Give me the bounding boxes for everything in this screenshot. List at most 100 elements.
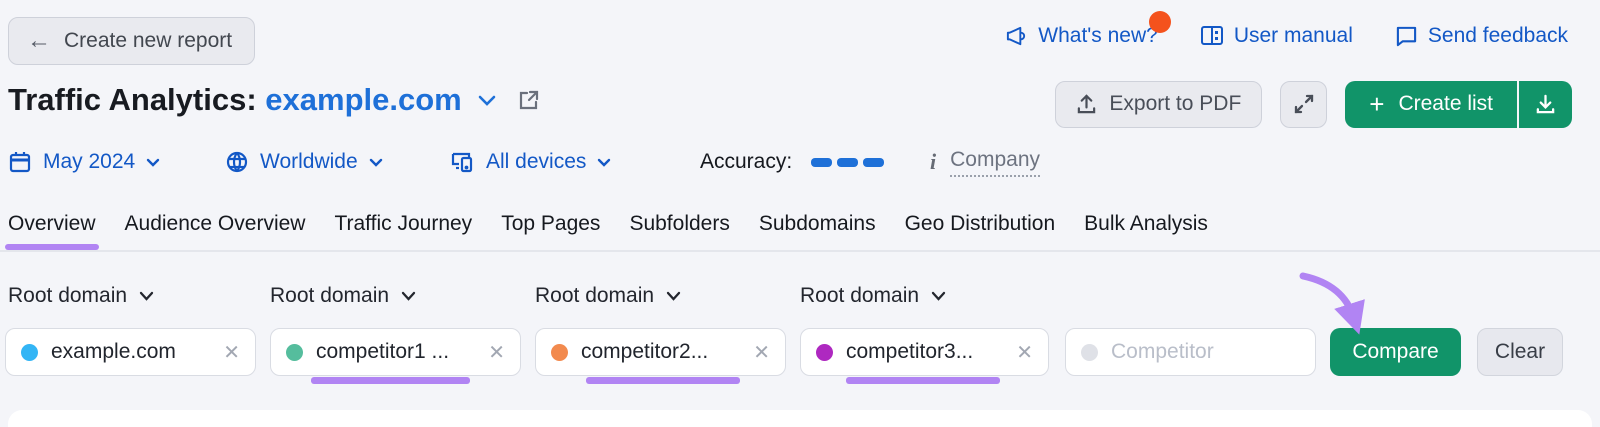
- megaphone-icon: [1005, 25, 1028, 48]
- chevron-down-icon: [931, 291, 946, 301]
- download-button[interactable]: [1519, 80, 1572, 128]
- series-color-dot: [21, 343, 38, 361]
- download-icon: [1535, 93, 1556, 115]
- export-to-pdf-label: Export to PDF: [1109, 92, 1242, 115]
- title-actions: Export to PDF + Create list: [1055, 80, 1572, 128]
- date-filter-value: May 2024: [43, 150, 136, 173]
- content-card-top: [8, 410, 1592, 427]
- domain-type-label: Root domain: [535, 284, 655, 307]
- plus-icon: +: [1369, 89, 1385, 119]
- region-filter[interactable]: Worldwide: [225, 142, 383, 182]
- region-filter-value: Worldwide: [260, 150, 358, 173]
- devices-filter[interactable]: All devices: [450, 142, 611, 182]
- tab-label: Audience Overview: [124, 212, 306, 235]
- domain-type-select-2[interactable]: Root domain: [270, 284, 416, 308]
- company-toggle[interactable]: i Company: [930, 142, 1041, 182]
- tab-label: Top Pages: [501, 212, 601, 235]
- chip-label: competitor3...: [846, 340, 974, 363]
- create-new-report-button[interactable]: ← Create new report: [8, 17, 256, 65]
- export-icon: [1076, 93, 1097, 115]
- domain-chip-example[interactable]: example.com ✕: [5, 328, 256, 376]
- send-feedback-link[interactable]: Send feedback: [1395, 24, 1568, 48]
- domain-chip-competitor1[interactable]: competitor1 ... ✕: [270, 328, 521, 376]
- date-filter[interactable]: May 2024: [8, 142, 160, 182]
- back-arrow-icon: ←: [27, 27, 51, 54]
- tab-label: Geo Distribution: [904, 212, 1056, 235]
- chevron-down-icon: [369, 158, 382, 167]
- accuracy-indicator: Accuracy:: [700, 142, 885, 182]
- tab-label: Traffic Journey: [334, 212, 473, 235]
- domain-type-select-1[interactable]: Root domain: [8, 284, 154, 308]
- help-links: What's new? User manual Send feedback: [1005, 11, 1568, 48]
- chevron-down-icon: [666, 291, 681, 301]
- info-icon: i: [930, 149, 937, 174]
- tab-overview[interactable]: Overview: [5, 212, 99, 250]
- series-color-dot: [551, 343, 568, 361]
- tab-label: Bulk Analysis: [1084, 212, 1208, 235]
- company-label: Company: [950, 148, 1041, 177]
- create-new-report-label: Create new report: [64, 29, 233, 52]
- clear-button[interactable]: Clear: [1477, 328, 1563, 376]
- domain-chip-competitor3[interactable]: competitor3... ✕: [800, 328, 1049, 376]
- calendar-icon: [8, 150, 32, 174]
- annotation-underline-competitor3: [846, 377, 1000, 384]
- filters-bar: May 2024 Worldwide All devices Acc: [0, 142, 1600, 182]
- create-list-label: Create list: [1398, 92, 1493, 115]
- analyzed-domain[interactable]: example.com: [265, 82, 462, 117]
- tab-subdomains[interactable]: Subdomains: [759, 212, 876, 250]
- send-feedback-label: Send feedback: [1427, 24, 1568, 47]
- fullscreen-button[interactable]: [1280, 80, 1328, 128]
- title-row: Traffic Analytics: example.com: [8, 82, 540, 118]
- globe-icon: [225, 150, 249, 174]
- page-title: Traffic Analytics: example.com: [8, 82, 462, 118]
- tab-label: Subfolders: [629, 212, 730, 235]
- devices-filter-value: All devices: [486, 150, 587, 173]
- annotation-underline-competitor1: [311, 377, 470, 384]
- tab-bulk-analysis[interactable]: Bulk Analysis: [1084, 212, 1208, 250]
- domain-type-select-3[interactable]: Root domain: [535, 284, 681, 308]
- close-icon[interactable]: ✕: [753, 341, 770, 364]
- tab-bar: Overview Audience Overview Traffic Journ…: [5, 212, 1208, 250]
- accuracy-bars-icon: [811, 157, 885, 167]
- user-manual-link[interactable]: User manual: [1200, 24, 1353, 48]
- compare-button[interactable]: Compare: [1330, 328, 1461, 376]
- empty-series-dot: [1081, 343, 1098, 361]
- annotation-underline-competitor2: [586, 377, 740, 384]
- competitor-input-container[interactable]: [1065, 328, 1316, 376]
- domain-type-select-4[interactable]: Root domain: [800, 284, 946, 308]
- chevron-down-icon: [598, 158, 611, 167]
- tab-subfolders[interactable]: Subfolders: [629, 212, 729, 250]
- user-manual-label: User manual: [1233, 24, 1353, 47]
- chevron-down-icon: [401, 291, 416, 301]
- tab-label: Overview: [8, 212, 96, 235]
- tab-top-pages[interactable]: Top Pages: [501, 212, 600, 250]
- competitor-input[interactable]: [1111, 340, 1300, 364]
- whats-new-link[interactable]: What's new?: [1005, 11, 1171, 48]
- tab-traffic-journey[interactable]: Traffic Journey: [334, 212, 472, 250]
- tab-audience-overview[interactable]: Audience Overview: [125, 212, 306, 250]
- close-icon[interactable]: ✕: [223, 341, 240, 364]
- domain-type-label: Root domain: [8, 284, 128, 307]
- domain-type-label: Root domain: [270, 284, 390, 307]
- series-color-dot: [286, 343, 303, 361]
- whats-new-label: What's new?: [1038, 24, 1158, 47]
- chevron-down-icon: [139, 291, 154, 301]
- domain-type-label: Root domain: [800, 284, 920, 307]
- domain-chip-competitor2[interactable]: competitor2... ✕: [535, 328, 786, 376]
- chat-bubble-icon: [1395, 25, 1418, 47]
- chip-label: competitor1 ...: [316, 340, 450, 363]
- series-color-dot: [816, 343, 833, 361]
- expand-icon: [1294, 94, 1314, 114]
- tab-label: Subdomains: [758, 212, 876, 235]
- domain-chevron-down-icon[interactable]: [478, 95, 496, 106]
- page-title-prefix: Traffic Analytics:: [8, 82, 257, 117]
- create-list-button[interactable]: + Create list: [1345, 80, 1517, 128]
- tab-geo-distribution[interactable]: Geo Distribution: [905, 212, 1056, 250]
- accuracy-label: Accuracy:: [700, 150, 793, 173]
- export-to-pdf-button[interactable]: Export to PDF: [1055, 80, 1263, 128]
- chip-label: example.com: [51, 340, 176, 363]
- open-external-icon[interactable]: [518, 89, 540, 111]
- close-icon[interactable]: ✕: [1016, 341, 1033, 364]
- close-icon[interactable]: ✕: [488, 341, 505, 364]
